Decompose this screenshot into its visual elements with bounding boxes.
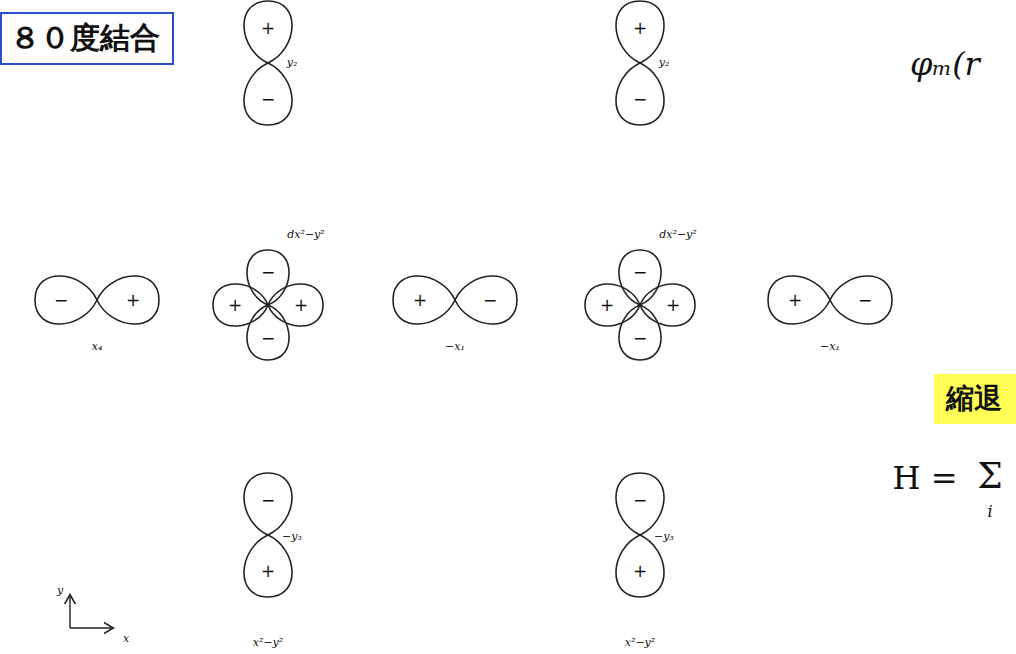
sign: − — [633, 492, 647, 509]
axis-label: y — [57, 585, 63, 596]
sign: + — [228, 297, 242, 314]
orbital-label: −y₃ — [654, 531, 674, 542]
sign: − — [261, 264, 275, 281]
sign: + — [294, 297, 308, 314]
sign: − — [633, 264, 647, 281]
sign: + — [261, 20, 275, 37]
orbital-label: x²−y² — [253, 637, 283, 648]
axis-label: x — [123, 633, 129, 644]
sign: + — [788, 292, 802, 309]
sign: − — [633, 91, 647, 108]
orbital-label: −y₃ — [282, 531, 302, 542]
orbital-label: x²−y² — [625, 637, 655, 648]
sign: + — [633, 563, 647, 580]
sign: + — [126, 292, 140, 309]
highlight-box: 縮退 — [934, 374, 1016, 424]
sign: − — [858, 292, 872, 309]
sign: + — [600, 297, 614, 314]
sign: + — [633, 20, 647, 37]
formula: H = — [893, 462, 958, 494]
formula: φₘ(r — [910, 48, 980, 80]
orbital-label: y₂ — [287, 57, 298, 68]
sign: + — [413, 292, 427, 309]
sign: − — [483, 292, 497, 309]
formula: Σ — [977, 458, 1002, 494]
orbital-label: x₄ — [92, 341, 103, 352]
orbital-label: dx²−y² — [659, 229, 697, 240]
box-text: ８０度結合 — [10, 20, 160, 55]
orbital-label: y₂ — [659, 57, 670, 68]
sign: − — [261, 330, 275, 347]
sign: − — [54, 292, 68, 309]
sign: + — [666, 297, 680, 314]
sign: + — [261, 563, 275, 580]
formula: i — [987, 504, 992, 520]
sign: − — [261, 492, 275, 509]
sign: − — [633, 330, 647, 347]
sign: − — [261, 91, 275, 108]
box-text: 縮退 — [946, 382, 1002, 415]
orbital-label: −x₁ — [445, 341, 465, 352]
orbital-label: −x₁ — [820, 341, 840, 352]
orbital-label: dx²−y² — [287, 229, 325, 240]
title-box: ８０度結合 — [0, 12, 174, 65]
